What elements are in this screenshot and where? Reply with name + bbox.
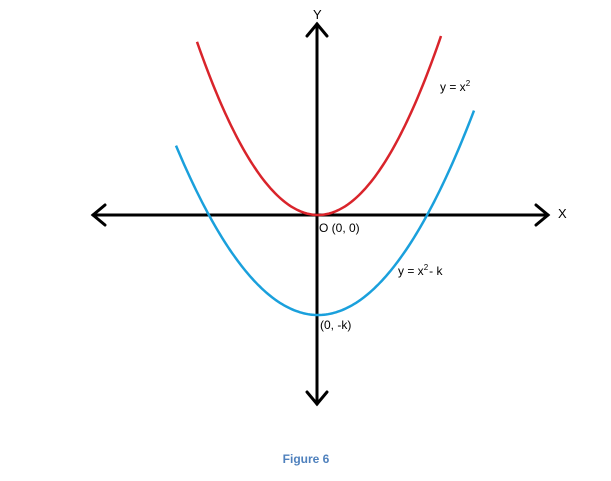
upper-curve-label: y = x2 (440, 79, 471, 94)
x-axis-label: X (558, 206, 567, 221)
upper-parabola-curve (195, 35, 443, 217)
lower-vertex-label: (0, -k) (320, 318, 351, 332)
x-axis-right-arrowhead (534, 203, 551, 227)
lower-curve-label-exponent: 2 (424, 263, 429, 272)
y-axis-bottom-arrowhead (305, 390, 329, 407)
y-axis-top-arrowhead (305, 21, 329, 38)
lower-curve-label: y = x2- k (398, 263, 443, 278)
upper-vertex-label: O (0, 0) (319, 221, 360, 235)
x-axis-left-arrowhead (90, 203, 107, 227)
lower-parabola-curve (174, 110, 476, 317)
upper-curve-label-exponent: 2 (466, 79, 471, 88)
y-axis-label: Y (313, 7, 322, 22)
figure-caption: Figure 6 (283, 452, 330, 466)
